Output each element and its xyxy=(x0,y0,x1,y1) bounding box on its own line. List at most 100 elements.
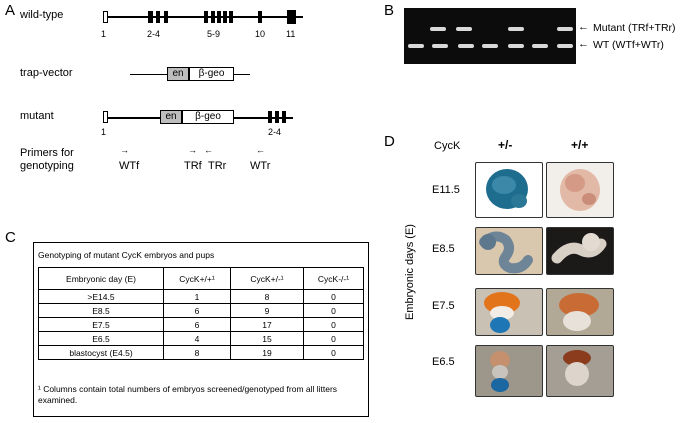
table-cell: 4 xyxy=(163,331,231,346)
table-cell: 9 xyxy=(230,303,304,318)
wild-type-label: wild-type xyxy=(20,9,64,21)
table-footnote: ¹ Columns contain total numbers of embry… xyxy=(38,384,338,405)
embryo-photo-e6-5-wt xyxy=(546,345,614,397)
table-cell: 15 xyxy=(230,331,304,346)
primer-wtr: WTr xyxy=(250,160,271,172)
gel-band-mutant xyxy=(430,27,446,31)
table-row: >E14.5 1 8 0 xyxy=(38,289,364,304)
table-row: blastocyst (E4.5) 8 19 0 xyxy=(38,345,364,360)
exon-label-2-4: 2-4 xyxy=(147,29,161,39)
col-header-het: +/- xyxy=(498,138,513,152)
embryo-image xyxy=(479,231,533,274)
beta-geo-box: β-geo xyxy=(189,67,234,81)
exon-6 xyxy=(211,11,215,23)
gel-band-wt xyxy=(557,44,573,48)
exon-2 xyxy=(148,11,153,23)
primers-title: Primers for genotyping xyxy=(20,147,74,173)
gel-band-wt xyxy=(482,44,498,48)
exon-7 xyxy=(217,11,221,23)
embryo-image xyxy=(551,233,607,264)
table-cell: E8.5 xyxy=(38,303,164,318)
wt-band-label: WT (WTf+WTr) xyxy=(593,39,664,51)
exon-label-11: 11 xyxy=(286,29,296,39)
table-row: E7.5 6 17 0 xyxy=(38,317,364,332)
panel-letter-a: A xyxy=(5,2,16,19)
stage-e11-5: E11.5 xyxy=(432,184,460,196)
table-row: E6.5 4 15 0 xyxy=(38,331,364,346)
exon-label-1: 1 xyxy=(101,29,107,39)
stage-e8-5: E8.5 xyxy=(432,243,455,255)
gel-band-mutant xyxy=(456,27,472,31)
table-cell: 6 xyxy=(163,317,231,332)
table-cell: 0 xyxy=(303,289,364,304)
gel-band-wt xyxy=(408,44,424,48)
mutant-exon-label-1: 1 xyxy=(101,127,107,137)
exon-label-10: 10 xyxy=(255,29,266,39)
mutant-beta-geo-box: β-geo xyxy=(182,110,234,124)
table-header-row: Embryonic day (E) CycK+/+¹ CycK+/-¹ CycK… xyxy=(38,267,364,290)
embryo-image xyxy=(563,350,591,386)
primer-trr: TRr xyxy=(208,160,227,172)
table-cell: >E14.5 xyxy=(38,289,164,304)
embryo-photo-e7-5-het xyxy=(475,288,543,336)
table-cell: 8 xyxy=(230,289,304,304)
primer-wtf: WTf xyxy=(119,160,140,172)
panel-letter-b: B xyxy=(384,2,395,19)
table-cell: 17 xyxy=(230,317,304,332)
exon-3 xyxy=(156,11,160,23)
exon-1 xyxy=(103,11,108,23)
table-row: E8.5 6 9 0 xyxy=(38,303,364,318)
embryo-image xyxy=(559,293,599,331)
mutant-band-label: Mutant (TRf+TRr) xyxy=(593,22,676,34)
mutant-exon-label-2-4: 2-4 xyxy=(268,127,282,137)
table-header: Embryonic day (E) xyxy=(38,267,164,290)
arrow-left-icon: ← xyxy=(578,21,589,33)
gel-band-wt xyxy=(458,44,474,48)
exon-4 xyxy=(164,11,168,23)
genotyping-table: Embryonic day (E) CycK+/+¹ CycK+/-¹ CycK… xyxy=(38,267,364,360)
en-box: en xyxy=(167,67,189,81)
table-cell: 0 xyxy=(303,345,364,360)
cyck-label: CycK xyxy=(434,140,461,152)
gel-band-wt xyxy=(432,44,448,48)
gel-image xyxy=(404,8,576,64)
table-cell: E6.5 xyxy=(38,331,164,346)
mutant-exon-2 xyxy=(268,111,272,123)
mutant-exon-4 xyxy=(282,111,286,123)
trap-vector-label: trap-vector xyxy=(20,67,73,79)
wild-type-gene-line xyxy=(103,16,303,18)
exon-11 xyxy=(287,10,296,24)
embryo-photo-e8-5-het xyxy=(475,227,543,275)
genotyping-table-frame: Genotyping of mutant CycK embryos and pu… xyxy=(33,242,369,417)
mutant-label: mutant xyxy=(20,110,54,122)
mutant-exon-3 xyxy=(275,111,279,123)
arrow-right-icon: → xyxy=(188,145,197,155)
primers-title-line1: Primers for xyxy=(20,147,74,159)
col-header-wt: +/+ xyxy=(571,138,589,152)
exon-10 xyxy=(258,11,262,23)
exon-label-5-9: 5-9 xyxy=(207,29,221,39)
exon-9 xyxy=(229,11,233,23)
embryo-image xyxy=(484,292,520,333)
embryo-image xyxy=(560,169,600,211)
table-header: CycK+/+¹ xyxy=(163,267,231,290)
arrow-left-icon: ← xyxy=(204,145,213,155)
stage-e6-5: E6.5 xyxy=(432,356,455,368)
table-cell: blastocyst (E4.5) xyxy=(38,345,164,360)
mutant-en-box: en xyxy=(160,110,182,124)
embryo-photo-e11-5-het xyxy=(475,162,543,218)
exon-8 xyxy=(223,11,227,23)
table-cell: E7.5 xyxy=(38,317,164,332)
embryo-photo-e8-5-wt xyxy=(546,227,614,275)
embryo-photo-e6-5-het xyxy=(475,345,543,397)
embryo-image xyxy=(490,351,510,392)
table-header: CycK+/-¹ xyxy=(230,267,304,290)
arrow-right-icon: → xyxy=(120,145,129,155)
gel-band-mutant xyxy=(557,27,573,31)
table-cell: 0 xyxy=(303,331,364,346)
gel-band-mutant xyxy=(508,27,524,31)
table-header: CycK-/-¹ xyxy=(303,267,364,290)
arrow-left-icon: ← xyxy=(256,145,265,155)
table-cell: 1 xyxy=(163,289,231,304)
primer-trf: TRf xyxy=(184,160,202,172)
